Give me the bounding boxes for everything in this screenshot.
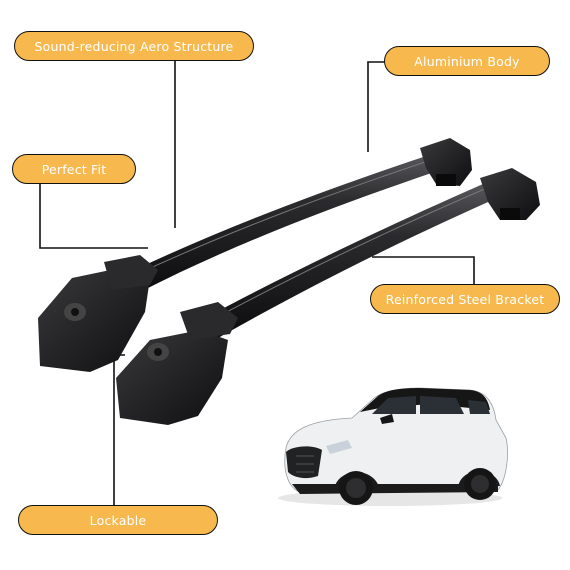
rear-crossbar bbox=[38, 138, 472, 372]
callout-line-fit bbox=[39, 184, 148, 249]
front-crossbar bbox=[116, 168, 540, 425]
callout-steel-label: Reinforced Steel Bracket bbox=[385, 291, 545, 307]
callout-sound-label: Sound-reducing Aero Structure bbox=[34, 38, 234, 54]
callout-steel-bracket: Reinforced Steel Bracket bbox=[370, 284, 560, 314]
callout-aluminium-body: Aluminium Body bbox=[384, 46, 550, 76]
callout-sound-reducing: Sound-reducing Aero Structure bbox=[14, 31, 254, 61]
callout-lockable: Lockable bbox=[18, 505, 218, 535]
callout-aluminium-label: Aluminium Body bbox=[414, 53, 520, 69]
callout-fit-label: Perfect Fit bbox=[41, 161, 107, 177]
car-illustration bbox=[278, 387, 508, 506]
callout-lockable-label: Lockable bbox=[89, 512, 147, 528]
lock-icon bbox=[147, 343, 169, 361]
callout-perfect-fit: Perfect Fit bbox=[12, 154, 136, 184]
callout-line-aluminium bbox=[367, 61, 386, 152]
callout-line-steel bbox=[372, 256, 475, 285]
